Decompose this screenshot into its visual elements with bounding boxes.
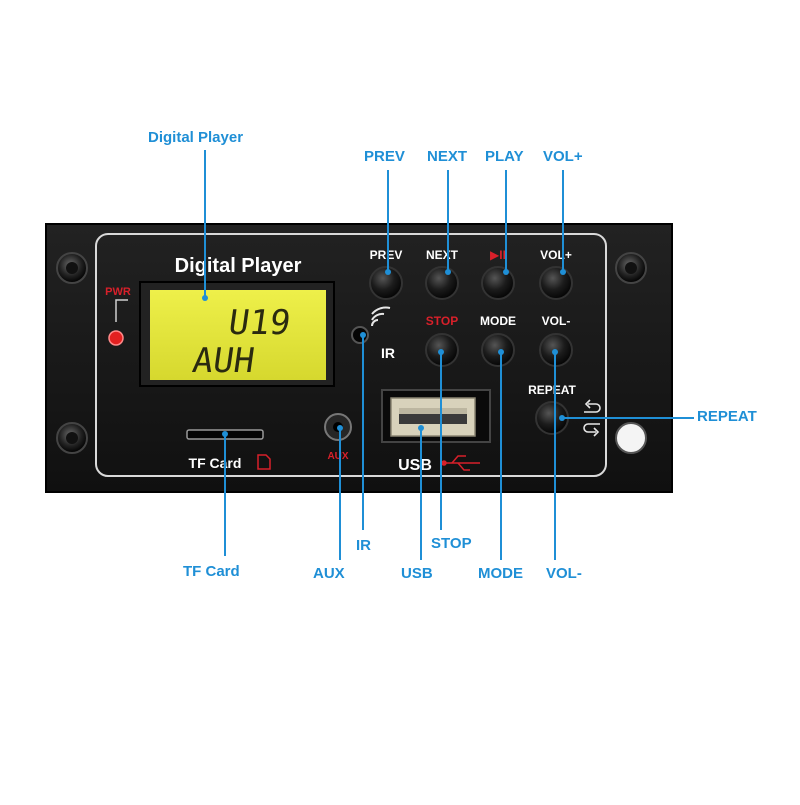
callout-dot-tf-card <box>222 431 228 437</box>
callout-digital-player: Digital Player <box>148 129 244 146</box>
callout-vol-minus: VOL- <box>546 565 582 582</box>
vol-plus-button[interactable] <box>539 266 573 300</box>
mode-button-label: MODE <box>480 314 516 328</box>
usb-socket-tab <box>399 408 467 414</box>
callout-dot-stop <box>438 349 444 355</box>
vol-plus-button-label: VOL+ <box>540 248 572 262</box>
panel-title: Digital Player <box>175 255 302 277</box>
callout-dot-repeat <box>559 415 565 421</box>
callout-ir: IR <box>356 537 371 554</box>
callout-dot-play <box>503 269 509 275</box>
signal-waves-icon <box>371 306 391 327</box>
callout-repeat: REPEAT <box>697 408 757 425</box>
callout-mode: MODE <box>478 565 523 582</box>
callout-dot-ir <box>360 332 366 338</box>
callout-dot-digital-player <box>202 295 208 301</box>
play-button-label: ▶II <box>490 248 506 262</box>
mounting-screw-icon <box>56 252 88 284</box>
callout-usb: USB <box>401 565 433 582</box>
callout-dot-mode <box>498 349 504 355</box>
callout-stop: STOP <box>431 535 472 552</box>
lcd-line-2: AUH <box>190 341 257 381</box>
callout-vol-plus: VOL+ <box>543 148 583 165</box>
lcd-line-1: U19 <box>226 303 293 343</box>
callout-aux: AUX <box>313 565 345 582</box>
repeat-arrows-icon <box>583 399 601 437</box>
stop-button-label: STOP <box>426 314 458 328</box>
callout-dot-next <box>445 269 451 275</box>
callout-prev: PREV <box>364 148 405 165</box>
next-button-label: NEXT <box>426 248 459 262</box>
callout-play: PLAY <box>485 148 524 165</box>
tf-card-panel-label: TF Card <box>189 455 242 471</box>
sd-card-icon <box>257 454 271 470</box>
mounting-hole <box>615 422 647 454</box>
ir-panel-label: IR <box>381 345 395 361</box>
panel-inner-border <box>95 233 607 477</box>
prev-button[interactable] <box>369 266 403 300</box>
callout-dot-prev <box>385 269 391 275</box>
usb-symbol-icon <box>441 455 480 471</box>
next-button[interactable] <box>425 266 459 300</box>
callout-dot-aux <box>337 425 343 431</box>
pwr-label: PWR <box>105 286 131 298</box>
callout-tf-card: TF Card <box>183 563 240 580</box>
aux-panel-label: AUX <box>327 451 348 462</box>
mounting-screw-icon <box>615 252 647 284</box>
repeat-button-label: REPEAT <box>528 383 576 397</box>
vol-minus-button-label: VOL- <box>542 314 571 328</box>
play-button[interactable] <box>481 266 515 300</box>
callout-dot-usb <box>418 425 424 431</box>
mounting-screw-icon <box>56 422 88 454</box>
mode-button[interactable] <box>481 333 515 367</box>
callout-next: NEXT <box>427 148 468 165</box>
lcd-screen <box>150 290 326 380</box>
prev-button-label: PREV <box>370 248 403 262</box>
led-indicator <box>108 330 124 346</box>
pwr-bracket <box>115 299 128 322</box>
usb-panel-label: USB <box>398 457 432 474</box>
callout-dot-vol-plus <box>560 269 566 275</box>
callout-dot-vol-minus <box>552 349 558 355</box>
